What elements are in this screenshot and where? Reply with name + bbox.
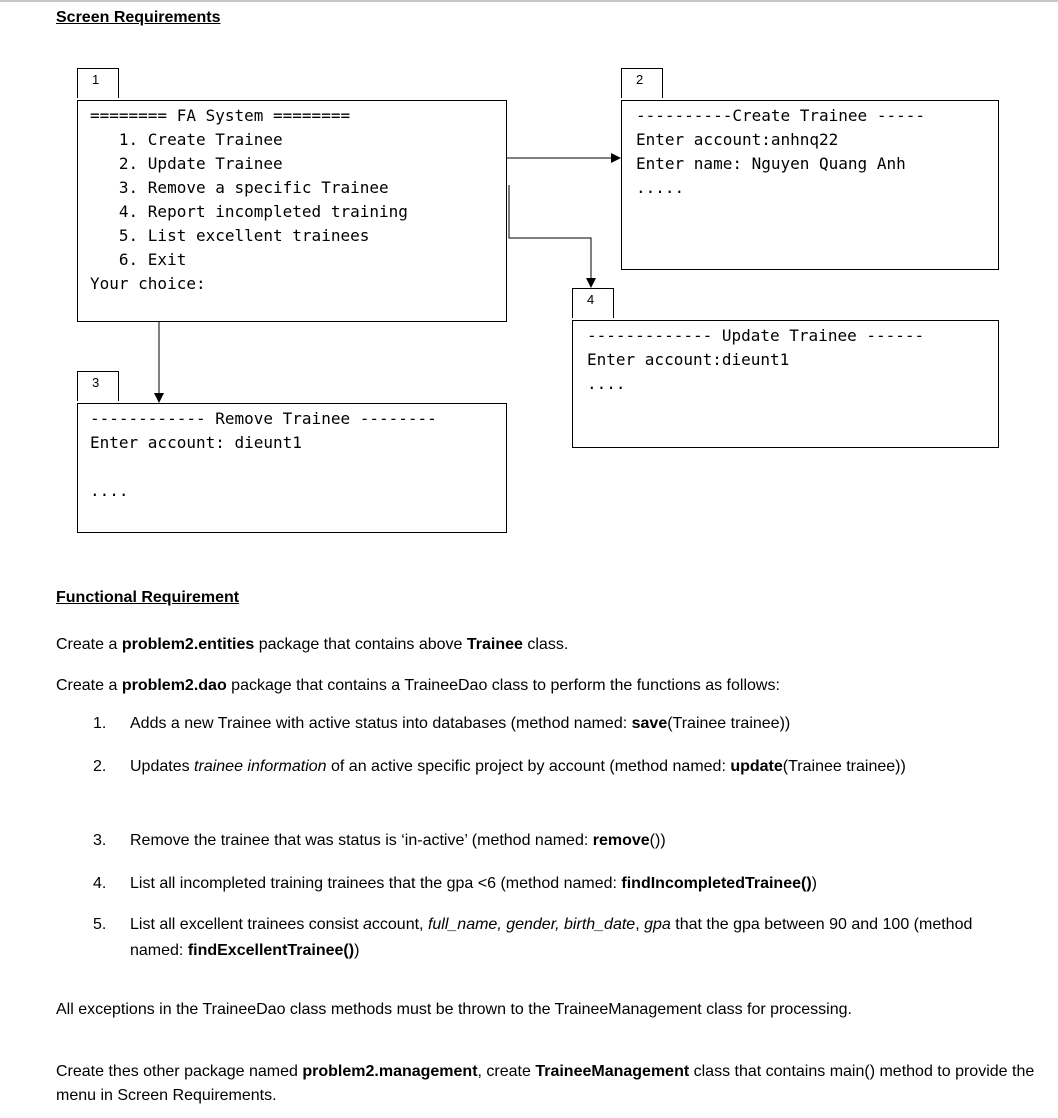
update-ellipsis-line: .... xyxy=(587,374,626,393)
main-menu-screen: ======== FA System ======== 1. Create Tr… xyxy=(77,100,507,322)
remove-trainee-screen: ------------ Remove Trainee -------- Ent… xyxy=(77,403,507,533)
screen-4-tab: 4 xyxy=(572,288,614,318)
remove-account-line: Enter account: dieunt1 xyxy=(90,433,302,452)
dao-package-name: problem2.dao xyxy=(121,677,227,694)
menu-option-update: 2. Update Trainee xyxy=(90,154,283,173)
functional-requirement-heading: Functional Requirement xyxy=(56,589,240,606)
update-account-line: Enter account:dieunt1 xyxy=(587,350,790,369)
menu-option-report: 4. Report incompleted training xyxy=(90,202,408,221)
create-trainee-screen: ----------Create Trainee ----- Enter acc… xyxy=(621,100,999,270)
update-trainee-screen: ------------- Update Trainee ------ Ente… xyxy=(572,320,999,448)
management-package-name: problem2.management xyxy=(302,1063,478,1080)
remove-title-line: ------------ Remove Trainee -------- xyxy=(90,409,437,428)
trainee-class-name: Trainee xyxy=(466,636,523,653)
management-paragraph: Create thes other package named problem2… xyxy=(56,1063,1035,1104)
menu-title-line: ======== FA System ======== xyxy=(90,106,351,125)
menu-choice-prompt: Your choice: xyxy=(90,274,206,293)
exceptions-paragraph: All exceptions in the TraineeDao class m… xyxy=(56,1001,852,1018)
create-account-line: Enter account:anhnq22 xyxy=(636,130,839,149)
remove-ellipsis-line: .... xyxy=(90,481,129,500)
dao-paragraph: Create a problem2.dao package that conta… xyxy=(56,677,780,694)
screen-2-tab: 2 xyxy=(621,68,663,98)
arrow-to-update xyxy=(508,185,596,288)
menu-option-create: 1. Create Trainee xyxy=(90,130,283,149)
entities-package-name: problem2.entities xyxy=(121,636,255,653)
menu-option-remove: 3. Remove a specific Trainee xyxy=(90,178,389,197)
create-name-line: Enter name: Nguyen Quang Anh xyxy=(636,154,906,173)
screen-3-tab: 3 xyxy=(77,371,119,401)
create-title-line: ----------Create Trainee ----- xyxy=(636,106,925,125)
create-ellipsis-line: ..... xyxy=(636,178,685,197)
update-title-line: ------------- Update Trainee ------ xyxy=(587,326,925,345)
entities-paragraph: Create a problem2.entities package that … xyxy=(56,636,569,653)
management-class-name: TraineeManagement xyxy=(535,1063,690,1080)
top-divider xyxy=(0,0,1058,2)
menu-option-exit: 6. Exit xyxy=(90,250,187,269)
screen-requirements-heading: Screen Requirements xyxy=(56,9,221,26)
menu-option-list: 5. List excellent trainees xyxy=(90,226,370,245)
screen-1-tab: 1 xyxy=(77,68,119,98)
